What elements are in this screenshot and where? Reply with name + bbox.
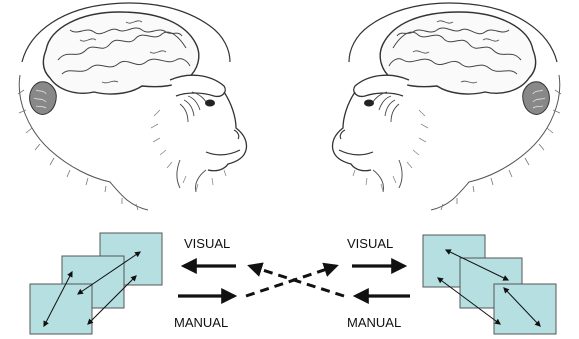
right-manual-label: MANUAL xyxy=(347,315,401,330)
right-panel-bottom xyxy=(494,284,556,334)
right-visual-label: VISUAL xyxy=(347,236,393,251)
left-manual-label: MANUAL xyxy=(174,315,228,330)
left-panel-stack xyxy=(30,233,162,334)
left-manual-to-right-visual-dashed-arrow xyxy=(246,266,336,296)
left-visual-label: VISUAL xyxy=(184,236,230,251)
left-monkey-illustration xyxy=(18,3,247,210)
right-monkey-illustration xyxy=(332,3,561,210)
left-panel-bottom xyxy=(30,284,92,334)
right-panel-stack xyxy=(423,235,556,334)
